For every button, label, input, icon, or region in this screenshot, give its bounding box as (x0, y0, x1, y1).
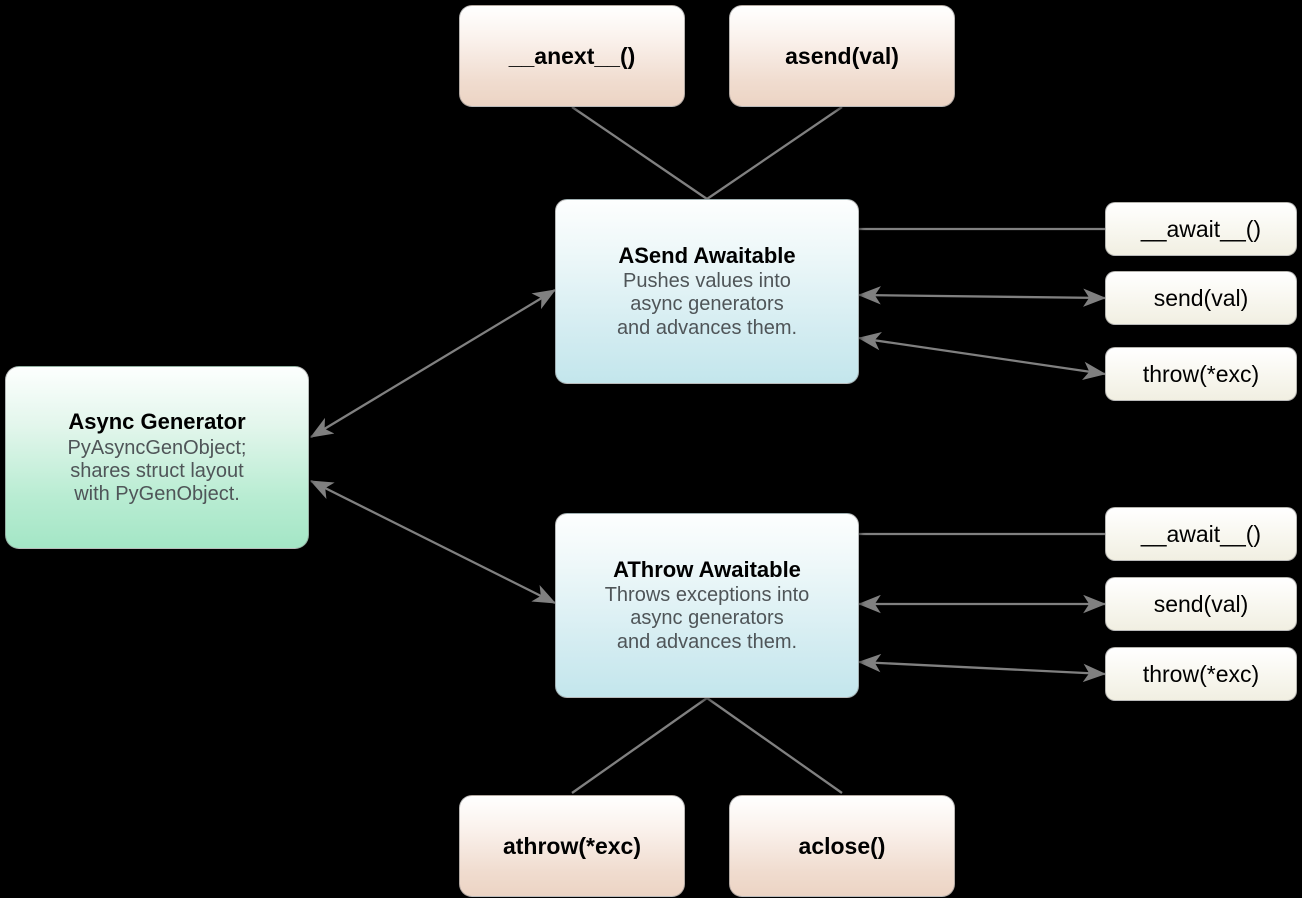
node-description: PyAsyncGenObject; shares struct layout w… (67, 436, 247, 506)
edge-generator-asend (310, 289, 556, 438)
node-asend-method-send[interactable]: send(val) (1105, 271, 1297, 325)
edge-anext-to-asend (571, 106, 708, 200)
node-method-aclose[interactable]: aclose() (729, 795, 955, 897)
node-method-asend[interactable]: asend(val) (729, 5, 955, 107)
node-label: __await__() (1140, 215, 1262, 242)
node-label: asend(val) (785, 42, 899, 69)
node-label: send(val) (1153, 284, 1249, 311)
edge-athrow-throw (857, 653, 1107, 683)
node-method-athrow[interactable]: athrow(*exc) (459, 795, 685, 897)
node-description: Throws exceptions into async generators … (604, 584, 810, 653)
node-title: ASend Awaitable (618, 243, 796, 269)
node-asend-awaitable[interactable]: ASend Awaitable Pushes values into async… (555, 199, 859, 384)
node-title: Async Generator (68, 408, 246, 434)
edge-asendval-to-asend (706, 106, 843, 200)
node-asend-method-throw[interactable]: throw(*exc) (1105, 347, 1297, 401)
node-label: athrow(*exc) (502, 832, 642, 859)
node-description: Pushes values into async generators and … (616, 270, 798, 339)
node-async-generator[interactable]: Async Generator PyAsyncGenObject; shares… (5, 366, 309, 549)
edge-aclose-to-athrowawaitable (706, 697, 843, 794)
node-label: throw(*exc) (1142, 660, 1260, 687)
node-athrow-awaitable[interactable]: AThrow Awaitable Throws exceptions into … (555, 513, 859, 698)
edge-asend-send (857, 286, 1107, 307)
edge-asend-throw (857, 332, 1107, 380)
node-title: AThrow Awaitable (613, 557, 801, 583)
edge-generator-athrow (309, 479, 557, 605)
node-athrow-method-await[interactable]: __await__() (1105, 507, 1297, 561)
node-athrow-method-throw[interactable]: throw(*exc) (1105, 647, 1297, 701)
node-asend-method-await[interactable]: __await__() (1105, 202, 1297, 256)
node-label: aclose() (798, 832, 886, 859)
node-athrow-method-send[interactable]: send(val) (1105, 577, 1297, 631)
node-label: __anext__() (508, 42, 636, 69)
node-label: throw(*exc) (1142, 360, 1260, 387)
node-method-anext[interactable]: __anext__() (459, 5, 685, 107)
edge-athrow-to-athrowawaitable (571, 697, 708, 794)
node-label: send(val) (1153, 590, 1249, 617)
node-label: __await__() (1140, 520, 1262, 547)
